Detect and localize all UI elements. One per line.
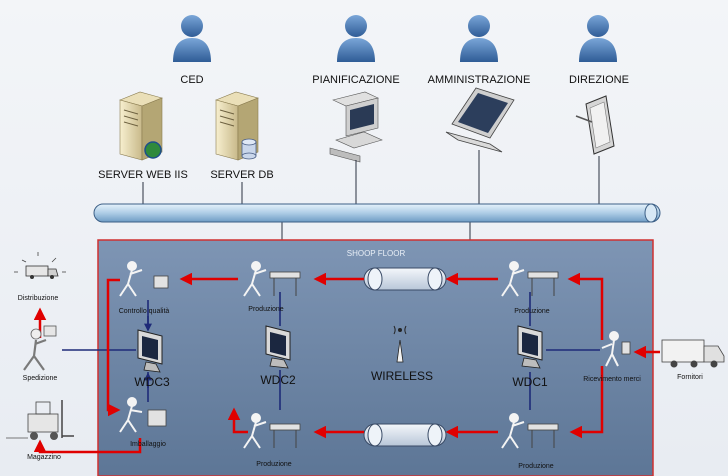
worker-controllo-qualita-icon: [119, 261, 169, 297]
label-spedizione: Spedizione: [23, 375, 58, 382]
server-db-icon: [215, 91, 259, 161]
wireless-antenna-icon: [393, 325, 407, 363]
distribution-truck-icon: [14, 252, 66, 279]
laptop-icon: [445, 87, 515, 153]
globe-icon: [144, 141, 162, 159]
network-bus: [93, 203, 661, 223]
label-produzione-bottom-mid: Produzione: [256, 461, 292, 468]
forklift-icon: [6, 400, 74, 440]
monitor-wdc1-icon: [517, 325, 543, 369]
data-links: [62, 292, 600, 410]
label-distribuzione: Distribuzione: [18, 295, 59, 302]
shop-floor-title: SHOOP FLOOR: [347, 249, 406, 258]
user-icon-ced: [173, 15, 211, 62]
label-magazzino: Magazzino: [27, 454, 61, 461]
label-ricevimento-merci: Ricevimento merci: [583, 376, 641, 383]
label-produzione-top-right: Produzione: [514, 308, 550, 315]
user-icon-amministrazione: [460, 15, 498, 62]
user-icon-pianificazione: [337, 15, 375, 62]
label-wdc2: WDC2: [260, 373, 296, 387]
conveyor-bottom: [363, 423, 447, 447]
label-pianificazione: PIANIFICAZIONE: [312, 74, 399, 86]
label-controllo-qualita: Controllo qualità: [119, 308, 170, 315]
label-fornitori: Fornitori: [677, 374, 703, 381]
server-web-icon: [119, 91, 163, 161]
label-produzione-bottom-right: Produzione: [518, 463, 554, 470]
label-wdc3: WDC3: [134, 375, 170, 389]
label-wireless: WIRELESS: [371, 369, 433, 383]
monitor-wdc2-icon: [265, 325, 291, 369]
label-amministrazione: AMMINISTRAZIONE: [428, 74, 531, 86]
user-icon-direzione: [579, 15, 617, 62]
label-imballaggio: Imballaggio: [130, 441, 166, 448]
desktop-computer-icon: [329, 91, 383, 163]
worker-produzione-top-mid-icon: [243, 261, 301, 297]
label-produzione-top-mid: Produzione: [248, 306, 284, 313]
label-wdc1: WDC1: [512, 375, 548, 389]
label-server-web: SERVER WEB IIS: [98, 169, 188, 181]
worker-produzione-bottom-right-icon: [501, 413, 559, 449]
supplier-truck-icon: [661, 339, 725, 368]
worker-produzione-bottom-mid-icon: [243, 413, 301, 449]
conveyor-top: [363, 267, 447, 291]
label-direzione: DIREZIONE: [569, 74, 629, 86]
worker-produzione-top-right-icon: [501, 261, 559, 297]
tablet-icon: [575, 95, 615, 155]
worker-imballaggio-icon: [119, 397, 167, 433]
material-flow: [33, 272, 660, 454]
label-server-db: SERVER DB: [210, 169, 273, 181]
shipping-worker-icon: [23, 325, 57, 371]
worker-ricevimento-merci-icon: [601, 331, 631, 367]
monitor-wdc3-icon: [137, 329, 163, 373]
label-ced: CED: [180, 74, 203, 86]
database-icon: [241, 138, 257, 160]
bus-connectors: [142, 150, 600, 240]
